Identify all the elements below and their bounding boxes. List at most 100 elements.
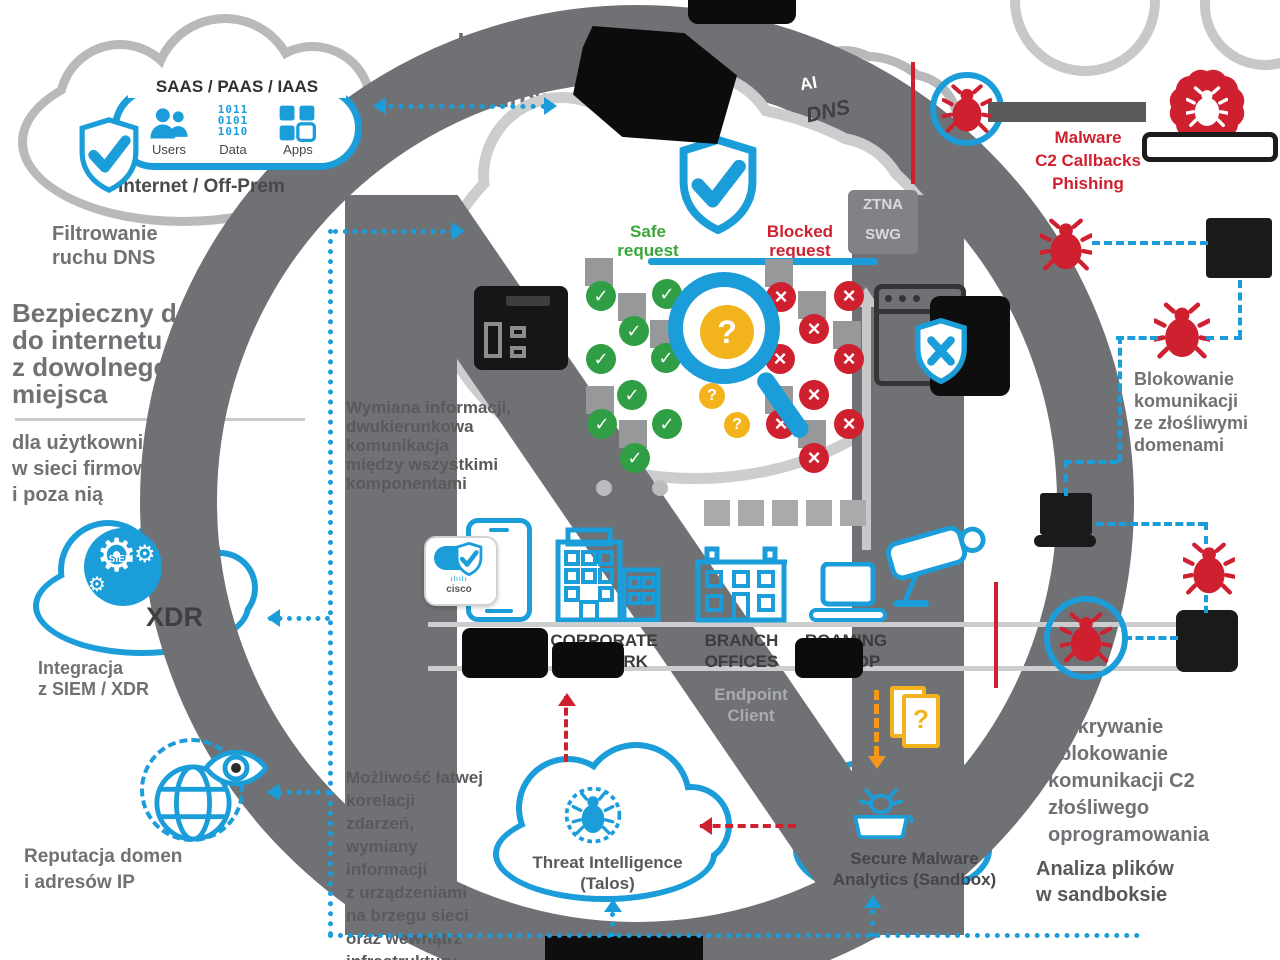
users-icon [150, 108, 188, 139]
bug-icon [1058, 612, 1114, 664]
dashed-link [1124, 636, 1178, 640]
dashed-link [1204, 522, 1208, 544]
firewall-icon [474, 286, 568, 370]
infected-laptop-screen [1040, 493, 1092, 535]
saas-title: SAAS / PAAS / IAAS [128, 76, 346, 98]
branch-office-icon [695, 546, 787, 623]
apps-icon [279, 105, 316, 142]
infected-laptop-base [1034, 535, 1096, 547]
dashed-link [1206, 336, 1242, 340]
arrow-to-globe [268, 790, 330, 795]
safe-request-icon: ✓ [586, 344, 616, 374]
saas-shield-check-icon [79, 117, 139, 193]
black-blob [688, 0, 796, 24]
bug-icon [940, 84, 994, 134]
corporate-buildings-icon [555, 527, 661, 622]
arrow-file-to-sandbox [874, 690, 879, 756]
arrow-into-talos [700, 824, 796, 828]
arrow-left-to-cloud [333, 229, 455, 234]
traffic-dot [652, 480, 668, 496]
bottom-black-strip [545, 936, 703, 960]
magnifier-icon [668, 272, 780, 384]
dashed-link [1064, 460, 1118, 464]
shield-block-icon [915, 318, 967, 384]
users-label: Users [152, 142, 186, 157]
c2-server-box [1206, 218, 1272, 278]
gear-icon: ⚙ [134, 541, 156, 568]
safe-request-icon: ✓ [620, 443, 650, 473]
safe-request-icon: ✓ [652, 409, 682, 439]
safe-request-icon: ✓ [617, 380, 647, 410]
safe-request-icon: ✓ [619, 316, 649, 346]
umbrella-shield-check-icon [679, 136, 757, 234]
arrowhead [864, 886, 882, 908]
arrowhead [868, 756, 886, 778]
blocked-request-icon: × [799, 443, 829, 473]
bug-icon [1151, 302, 1213, 360]
arrowhead [544, 97, 566, 115]
arrowhead [452, 222, 474, 240]
siem-gear-circle: ⚙ ⚙ ⚙ SIEM [84, 528, 162, 606]
dashed-link [1204, 595, 1208, 613]
quarantine-box [1176, 610, 1238, 672]
red-line-mid [994, 582, 998, 688]
roaming-laptop-icon [809, 562, 887, 622]
blocked-request-icon: × [799, 314, 829, 344]
dashed-link [1064, 460, 1068, 496]
black-blob [552, 642, 624, 678]
arrowhead [604, 890, 622, 912]
threat-intel-bug-icon [564, 786, 622, 844]
gear-icon: ⚙ [96, 529, 138, 581]
ztna-swg-box [848, 190, 918, 254]
bug-icon [1180, 541, 1238, 597]
dashed-link [1096, 522, 1206, 526]
malware-laptop-base [1142, 132, 1278, 162]
safe-request-icon: ✓ [586, 281, 616, 311]
arrowhead [258, 609, 280, 627]
topright-cloud [1010, 0, 1160, 76]
cisco-label: cisco [446, 584, 472, 595]
dashed-link [1116, 336, 1158, 340]
traffic-square [840, 500, 866, 526]
traffic-dot [596, 480, 612, 496]
traffic-square [772, 500, 798, 526]
dashed-link [1092, 241, 1208, 245]
arrow-up-talos [610, 902, 615, 937]
swg-label: SWG [865, 226, 901, 243]
ai-label: AI [798, 72, 819, 95]
arrowhead [558, 684, 576, 706]
black-blob [462, 628, 548, 678]
gear-icon: ⚙ [88, 574, 106, 596]
security-camera-icon [886, 525, 986, 607]
dashed-link [1238, 280, 1242, 338]
arrow-saas-cloud [378, 104, 546, 109]
app-shield-icon [455, 542, 483, 576]
traffic-square [704, 500, 730, 526]
arrowhead [690, 817, 712, 835]
globe-icon [154, 764, 232, 842]
allowed-traffic-arrow [862, 300, 871, 550]
cisco-app-badge: ılıılı cisco [424, 536, 498, 606]
xdr-label: XDR [146, 602, 204, 632]
unknown-request-icon: ? [724, 412, 750, 438]
line-left-vertical [328, 229, 333, 937]
traffic-square [738, 500, 764, 526]
arrowhead [258, 783, 280, 801]
apps-label: Apps [283, 142, 313, 157]
red-line-top [911, 62, 915, 184]
